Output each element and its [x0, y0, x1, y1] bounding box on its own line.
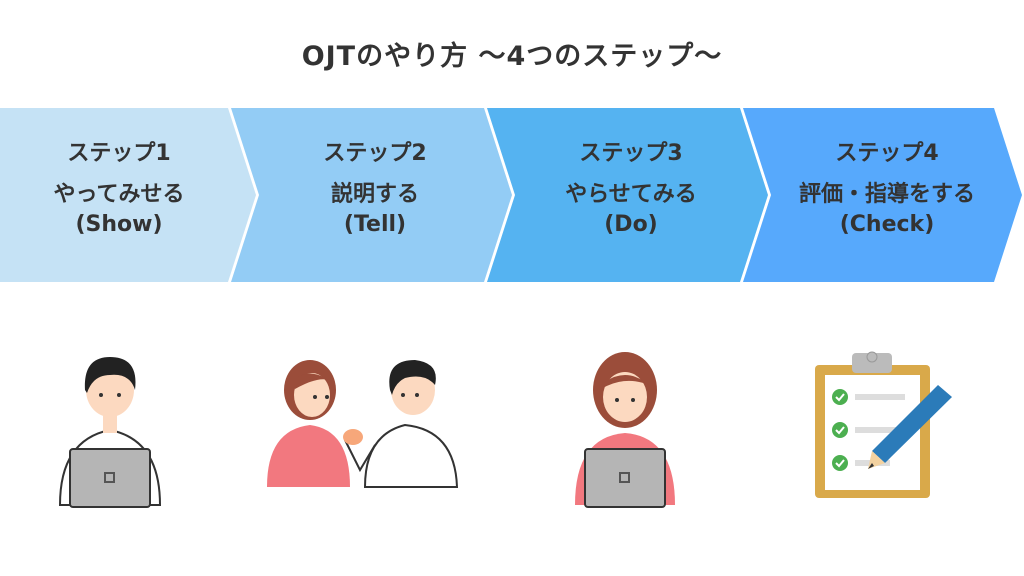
step-2: ステップ2 説明する (Tell) [260, 140, 490, 240]
step-number: ステップ2 [323, 141, 427, 166]
step-english: (Show) [75, 212, 163, 237]
step-number: ステップ4 [835, 141, 939, 166]
step-3: ステップ3 やらせてみる (Do) [516, 140, 746, 240]
step-english: (Check) [839, 212, 935, 237]
step-number: ステップ1 [67, 141, 171, 166]
step-action: やってみせる [53, 182, 185, 207]
step-english: (Tell) [343, 212, 407, 237]
chevron-step-1 [0, 108, 256, 282]
two-people-talking-icon [267, 360, 459, 488]
chevron-step-2 [231, 108, 512, 282]
clipboard-checklist-pencil-icon [815, 351, 952, 498]
step-action: 評価・指導をする [798, 182, 975, 207]
chevron-step-3 [487, 108, 768, 282]
step-chevrons [0, 108, 1022, 282]
step-4: ステップ4 評価・指導をする (Check) [772, 140, 1002, 240]
step-action: 説明する [330, 182, 419, 207]
step-1: ステップ1 やってみせる (Show) [4, 140, 234, 240]
step-number: ステップ3 [579, 141, 683, 166]
woman-with-laptop-icon [575, 352, 675, 508]
step-action: やらせてみる [565, 182, 697, 207]
chevron-step-4 [743, 108, 1022, 282]
page-title: OJTのやり方 〜4つのステップ〜 [301, 41, 723, 72]
person-with-laptop-icon [58, 357, 162, 508]
step-english: (Do) [604, 212, 658, 237]
